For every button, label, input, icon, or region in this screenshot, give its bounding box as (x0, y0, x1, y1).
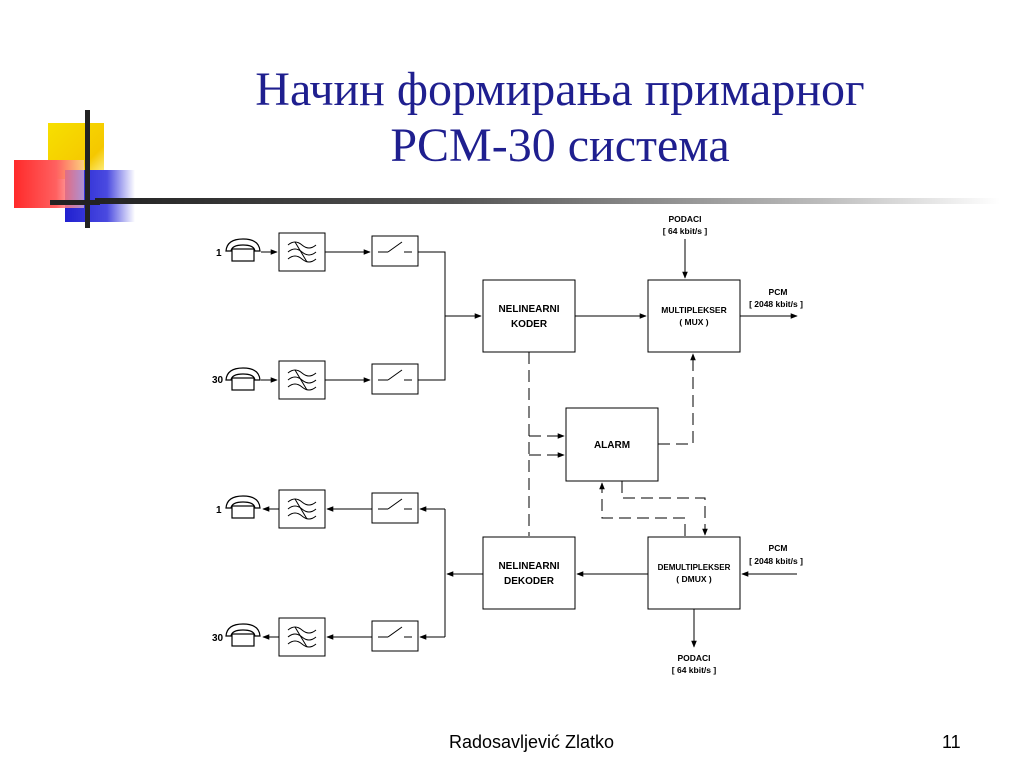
tx-pcm-label: PCM (769, 287, 788, 297)
multiplexer-block (647, 279, 741, 353)
coder-label-line-2: KODER (511, 319, 548, 330)
footer-page-number: 11 (942, 732, 961, 752)
tx-telephone-30-icon (225, 367, 261, 391)
deco-horizontal-line (50, 200, 100, 205)
tx-bus-to-coder (418, 251, 446, 381)
deco-vertical-line (85, 110, 90, 228)
demux-label-line-2: ( DMUX ) (676, 574, 712, 584)
rx-sampler-switch-30-icon (371, 620, 419, 652)
rx-lowpass-filter-30-icon (278, 617, 326, 657)
tx-lowpass-filter-1-icon (278, 232, 326, 272)
tx-channel-1-label: 1 (216, 248, 222, 259)
rx-channel-30-label: 30 (212, 633, 224, 644)
rx-sampler-switch-1-icon (371, 492, 419, 524)
rx-data-rate: [ 64 kbit/s ] (672, 665, 717, 675)
slide-title-line-1: Начин формирања примарног (255, 63, 865, 116)
dashed-demux-alarm (599, 482, 686, 536)
tx-lowpass-filter-30-icon (278, 360, 326, 400)
mux-label-line-2: ( MUX ) (679, 317, 708, 327)
slide-title: Начин формирања примарног PCM-30 система (130, 62, 990, 174)
rx-pcm-label: PCM (769, 543, 788, 553)
nonlinear-decoder-block (482, 536, 576, 610)
slide-title-line-2: PCM-30 система (390, 119, 730, 172)
footer-author: Radosavljević Zlatko (449, 732, 615, 752)
decoder-label-line-2: DEKODER (504, 576, 555, 587)
rx-channel-1-label: 1 (216, 505, 222, 516)
dashed-alarm-demux (621, 481, 708, 536)
rx-data-label: PODACI (677, 653, 710, 663)
tx-sampler-switch-1-icon (371, 235, 419, 267)
coder-label-line-1: NELINEARNI (498, 304, 559, 315)
rx-telephone-30-icon (225, 623, 261, 647)
alarm-block (565, 407, 659, 482)
decoder-label-line-1: NELINEARNI (498, 561, 559, 572)
nonlinear-coder-block (482, 279, 576, 353)
tx-channel-30-label: 30 (212, 375, 224, 386)
tx-sampler-switch-30-icon (371, 363, 419, 395)
demultiplexer-block (647, 536, 741, 610)
rx-telephone-1-icon (225, 495, 261, 519)
alarm-label: ALARM (594, 440, 630, 451)
demux-label-line-1: DEMULTIPLEKSER (658, 563, 731, 572)
mux-label-line-1: MULTIPLEKSER (661, 305, 726, 315)
tx-data-label: PODACI (668, 214, 701, 224)
tx-pcm-rate: [ 2048 kbit/s ] (749, 299, 803, 309)
tx-data-rate: [ 64 kbit/s ] (663, 226, 708, 236)
title-rule (95, 198, 1000, 204)
rx-lowpass-filter-1-icon (278, 489, 326, 529)
tx-telephone-1-icon (225, 238, 261, 262)
rx-pcm-rate: [ 2048 kbit/s ] (749, 556, 803, 566)
dashed-alarm-mux (658, 353, 696, 445)
